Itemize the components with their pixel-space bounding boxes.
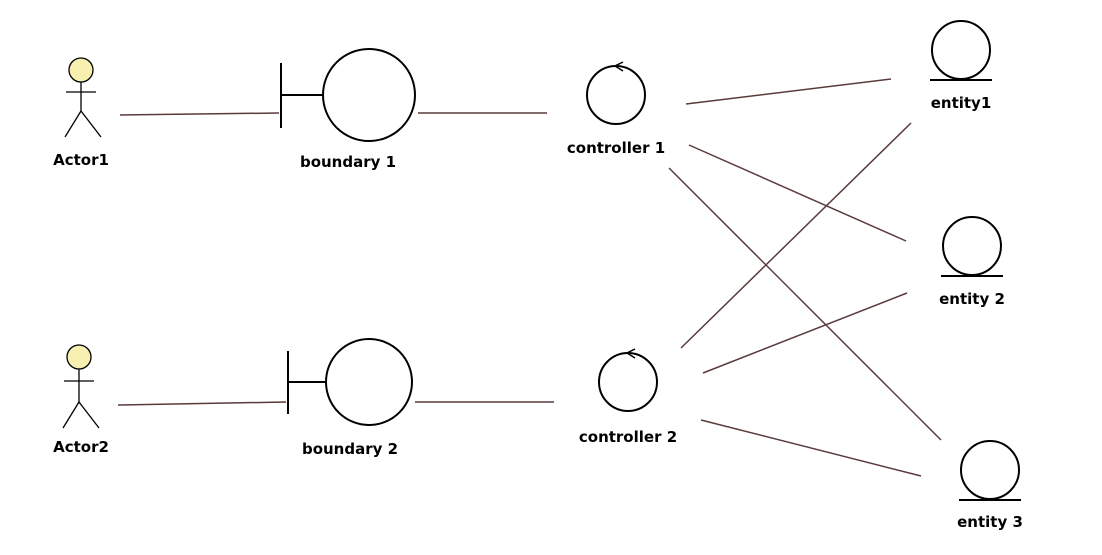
actor2-icon[interactable] xyxy=(62,344,100,429)
connection-controller2-entity2[interactable] xyxy=(702,292,908,374)
boundary1-label: boundary 1 xyxy=(299,153,397,171)
entity3-label: entity 3 xyxy=(957,513,1023,531)
connection-controller1-entity3[interactable] xyxy=(668,167,942,441)
connection-controller2-entity3[interactable] xyxy=(700,419,922,477)
connection-controller1-entity1[interactable] xyxy=(685,78,892,105)
actor1-head xyxy=(68,57,94,83)
boundary1-icon[interactable] xyxy=(280,48,416,142)
controller1-icon[interactable] xyxy=(586,61,646,125)
actor2-head xyxy=(66,344,92,370)
actor1-label: Actor1 xyxy=(53,151,109,169)
boundary2-label: boundary 2 xyxy=(301,440,399,458)
controller2-icon[interactable] xyxy=(598,348,658,412)
entity3-icon[interactable] xyxy=(959,440,1021,501)
actor2-label: Actor2 xyxy=(53,438,109,456)
connection-actor1-boundary1[interactable] xyxy=(119,112,280,116)
boundary2-icon[interactable] xyxy=(287,338,413,426)
actor1-icon[interactable] xyxy=(64,57,102,138)
connections xyxy=(117,78,942,477)
entity1-icon[interactable] xyxy=(930,20,992,81)
controller1-label: controller 1 xyxy=(566,139,666,157)
entity1-label: entity1 xyxy=(930,94,992,112)
entity2-icon[interactable] xyxy=(941,216,1003,277)
connection-controller1-entity2[interactable] xyxy=(688,144,907,242)
controller2-label: controller 2 xyxy=(578,428,678,446)
connection-actor2-boundary2[interactable] xyxy=(117,401,287,406)
entity2-label: entity 2 xyxy=(939,290,1005,308)
connection-controller2-entity1[interactable] xyxy=(680,122,912,349)
